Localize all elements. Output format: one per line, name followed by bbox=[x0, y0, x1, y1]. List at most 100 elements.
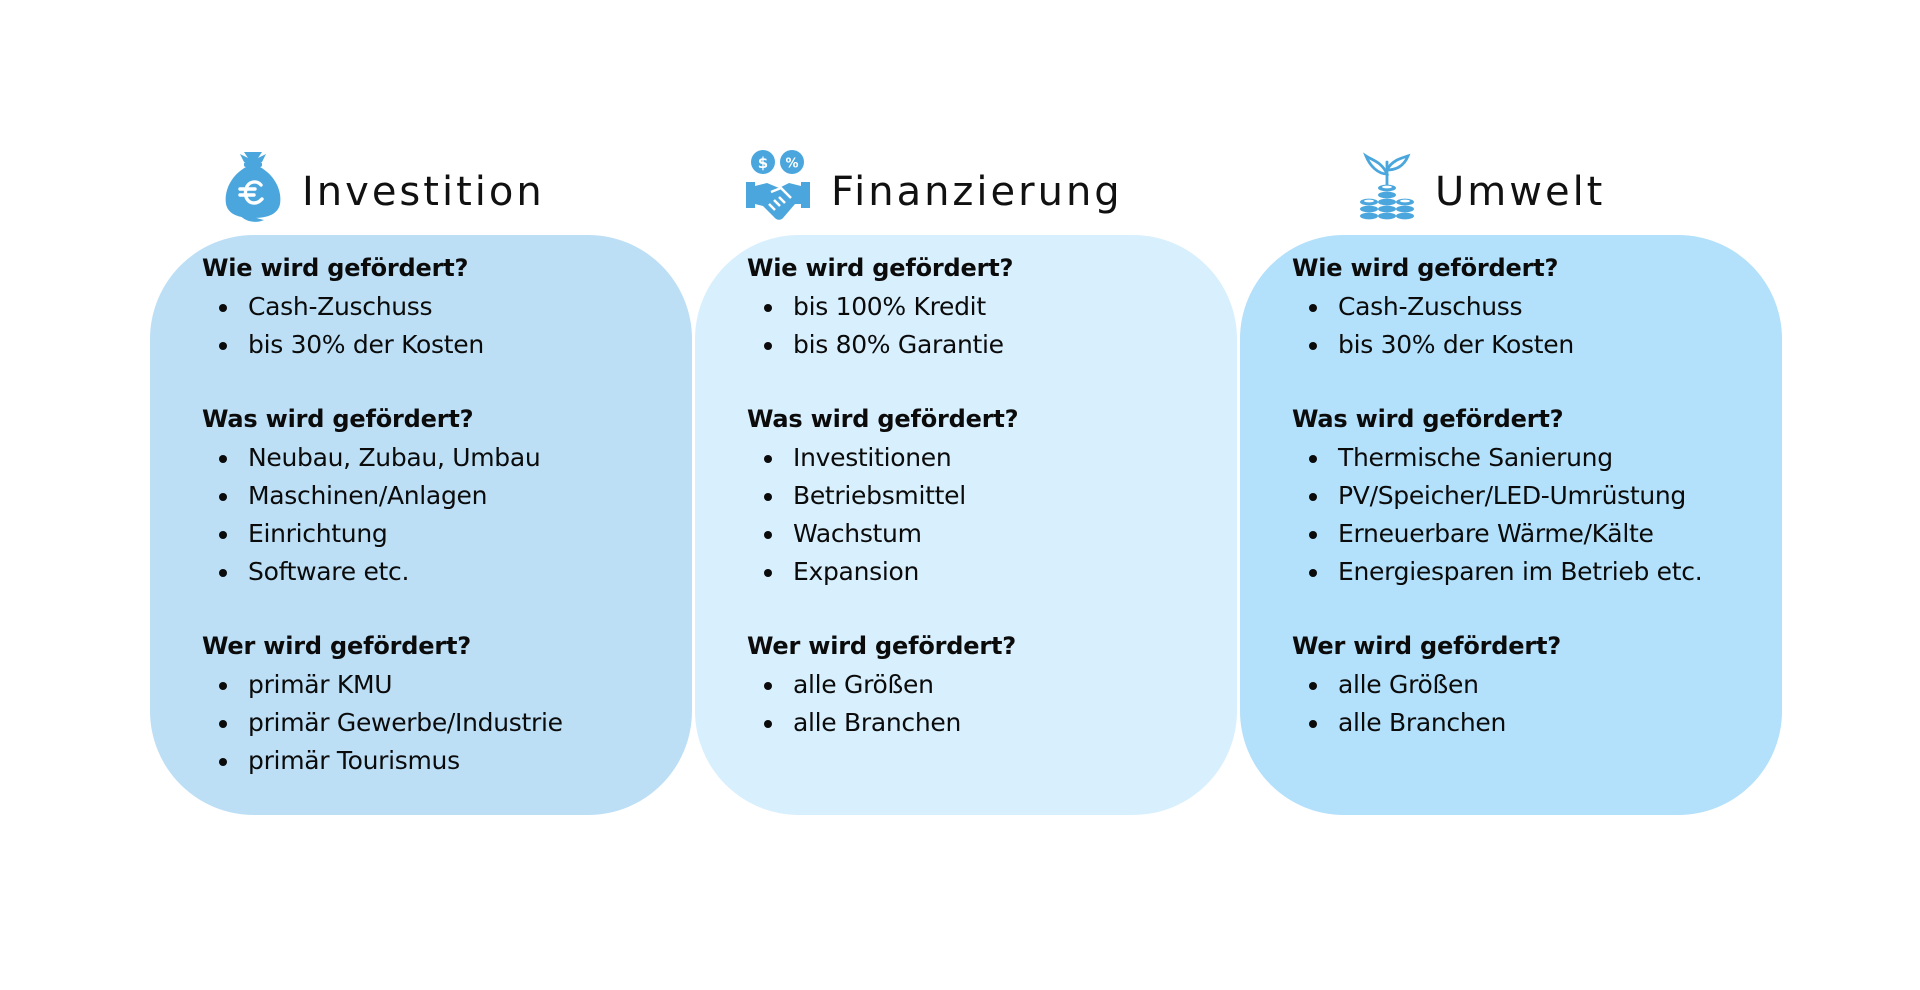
list-item-text: bis 30% der Kosten bbox=[248, 330, 484, 359]
svg-text:%: % bbox=[785, 157, 798, 172]
list-item: alle Branchen bbox=[1292, 704, 1782, 742]
bullet bbox=[219, 682, 227, 690]
bullet bbox=[219, 455, 227, 463]
list-item-text: bis 100% Kredit bbox=[793, 292, 986, 321]
bullet bbox=[1309, 682, 1317, 690]
list-item-text: Einrichtung bbox=[248, 519, 388, 548]
section-what: Was wird gefördert? Investitionen Betrie… bbox=[747, 404, 1237, 591]
bullet bbox=[219, 304, 227, 312]
section-heading: Wie wird gefördert? bbox=[1292, 254, 1559, 282]
list-item-text: Investitionen bbox=[793, 443, 952, 472]
list-item-text: Betriebsmittel bbox=[793, 481, 966, 510]
list-item-text: primär Tourismus bbox=[248, 746, 460, 775]
section-heading: Was wird gefördert? bbox=[1292, 405, 1564, 433]
section-how: Wie wird gefördert? Cash-Zuschuss bis 30… bbox=[1292, 253, 1782, 364]
list-item: Thermische Sanierung bbox=[1292, 439, 1782, 477]
list-item: Einrichtung bbox=[202, 515, 692, 553]
bullet bbox=[1309, 493, 1317, 501]
list-item-text: Energiesparen im Betrieb etc. bbox=[1338, 557, 1703, 586]
list-item-text: primär KMU bbox=[248, 670, 393, 699]
column-header: Umwelt bbox=[1240, 148, 1782, 228]
bullet bbox=[764, 304, 772, 312]
bullet bbox=[764, 342, 772, 350]
section-heading: Wer wird gefördert? bbox=[1292, 632, 1561, 660]
bullet bbox=[1309, 304, 1317, 312]
section-how: Wie wird gefördert? bis 100% Kredit bis … bbox=[747, 253, 1237, 364]
bullet bbox=[219, 720, 227, 728]
list-item-text: Neubau, Zubau, Umbau bbox=[248, 443, 541, 472]
section-heading: Wer wird gefördert? bbox=[202, 632, 471, 660]
list-item-text: bis 80% Garantie bbox=[793, 330, 1004, 359]
list-item: primär Tourismus bbox=[202, 742, 692, 780]
list-item: Betriebsmittel bbox=[747, 477, 1237, 515]
bullet bbox=[219, 493, 227, 501]
section-heading: Wie wird gefördert? bbox=[202, 254, 469, 282]
handshake-dollar-percent-icon: $ % bbox=[746, 150, 810, 220]
list-item-text: Wachstum bbox=[793, 519, 922, 548]
list-item: Maschinen/Anlagen bbox=[202, 477, 692, 515]
list-item-text: Erneuerbare Wärme/Kälte bbox=[1338, 519, 1654, 548]
list-item: alle Branchen bbox=[747, 704, 1237, 742]
column-title: Investition bbox=[302, 169, 545, 215]
bullet bbox=[764, 531, 772, 539]
list-item-text: alle Größen bbox=[1338, 670, 1479, 699]
bullet bbox=[1309, 569, 1317, 577]
list-item: Wachstum bbox=[747, 515, 1237, 553]
bullet bbox=[219, 342, 227, 350]
column-title: Umwelt bbox=[1435, 169, 1606, 215]
list-item: Expansion bbox=[747, 553, 1237, 591]
plant-coins-icon bbox=[1360, 152, 1414, 220]
bullet bbox=[1309, 455, 1317, 463]
list-item: alle Größen bbox=[1292, 666, 1782, 704]
bullet bbox=[764, 455, 772, 463]
list-item: Erneuerbare Wärme/Kälte bbox=[1292, 515, 1782, 553]
section-who: Wer wird gefördert? alle Größen alle Bra… bbox=[747, 631, 1237, 742]
list-item-text: Expansion bbox=[793, 557, 920, 586]
section-heading: Was wird gefördert? bbox=[202, 405, 474, 433]
list-item-text: PV/Speicher/LED-Umrüstung bbox=[1338, 481, 1686, 510]
bullet bbox=[764, 493, 772, 501]
section-who: Wer wird gefördert? alle Größen alle Bra… bbox=[1292, 631, 1782, 742]
list-item: bis 30% der Kosten bbox=[1292, 326, 1782, 364]
list-item-text: Cash-Zuschuss bbox=[248, 292, 433, 321]
bullet bbox=[764, 569, 772, 577]
list-item: bis 80% Garantie bbox=[747, 326, 1237, 364]
column-header: Investition bbox=[150, 148, 692, 228]
list-item: Cash-Zuschuss bbox=[1292, 288, 1782, 326]
list-item: Investitionen bbox=[747, 439, 1237, 477]
list-item: primär KMU bbox=[202, 666, 692, 704]
list-item-text: Thermische Sanierung bbox=[1338, 443, 1613, 472]
list-item: Cash-Zuschuss bbox=[202, 288, 692, 326]
list-item-text: alle Größen bbox=[793, 670, 934, 699]
column-investition: Investition Wie wird gefördert? Cash-Zus… bbox=[150, 0, 692, 990]
list-item: Software etc. bbox=[202, 553, 692, 591]
list-item-text: primär Gewerbe/Industrie bbox=[248, 708, 563, 737]
bullet bbox=[1309, 531, 1317, 539]
column-title: Finanzierung bbox=[831, 169, 1123, 215]
section-who: Wer wird gefördert? primär KMU primär Ge… bbox=[202, 631, 692, 780]
info-card: Wie wird gefördert? bis 100% Kredit bis … bbox=[695, 235, 1237, 815]
bullet bbox=[219, 569, 227, 577]
section-heading: Wer wird gefördert? bbox=[747, 632, 1016, 660]
bullet bbox=[764, 720, 772, 728]
column-finanzierung: $ % Finanzierung Wie wird gefördert? bis… bbox=[695, 0, 1237, 990]
list-item: Neubau, Zubau, Umbau bbox=[202, 439, 692, 477]
bullet bbox=[219, 531, 227, 539]
list-item-text: Cash-Zuschuss bbox=[1338, 292, 1523, 321]
bullet bbox=[1309, 720, 1317, 728]
money-bag-euro-icon bbox=[225, 152, 281, 222]
bullet bbox=[1309, 342, 1317, 350]
list-item-text: Maschinen/Anlagen bbox=[248, 481, 488, 510]
section-what: Was wird gefördert? Thermische Sanierung… bbox=[1292, 404, 1782, 591]
list-item: PV/Speicher/LED-Umrüstung bbox=[1292, 477, 1782, 515]
section-heading: Was wird gefördert? bbox=[747, 405, 1019, 433]
column-header: $ % Finanzierung bbox=[695, 148, 1237, 228]
info-card: Wie wird gefördert? Cash-Zuschuss bis 30… bbox=[150, 235, 692, 815]
svg-text:$: $ bbox=[758, 154, 768, 172]
section-heading: Wie wird gefördert? bbox=[747, 254, 1014, 282]
list-item: primär Gewerbe/Industrie bbox=[202, 704, 692, 742]
list-item-text: alle Branchen bbox=[793, 708, 962, 737]
list-item-text: bis 30% der Kosten bbox=[1338, 330, 1574, 359]
bullet bbox=[764, 682, 772, 690]
list-item: bis 30% der Kosten bbox=[202, 326, 692, 364]
